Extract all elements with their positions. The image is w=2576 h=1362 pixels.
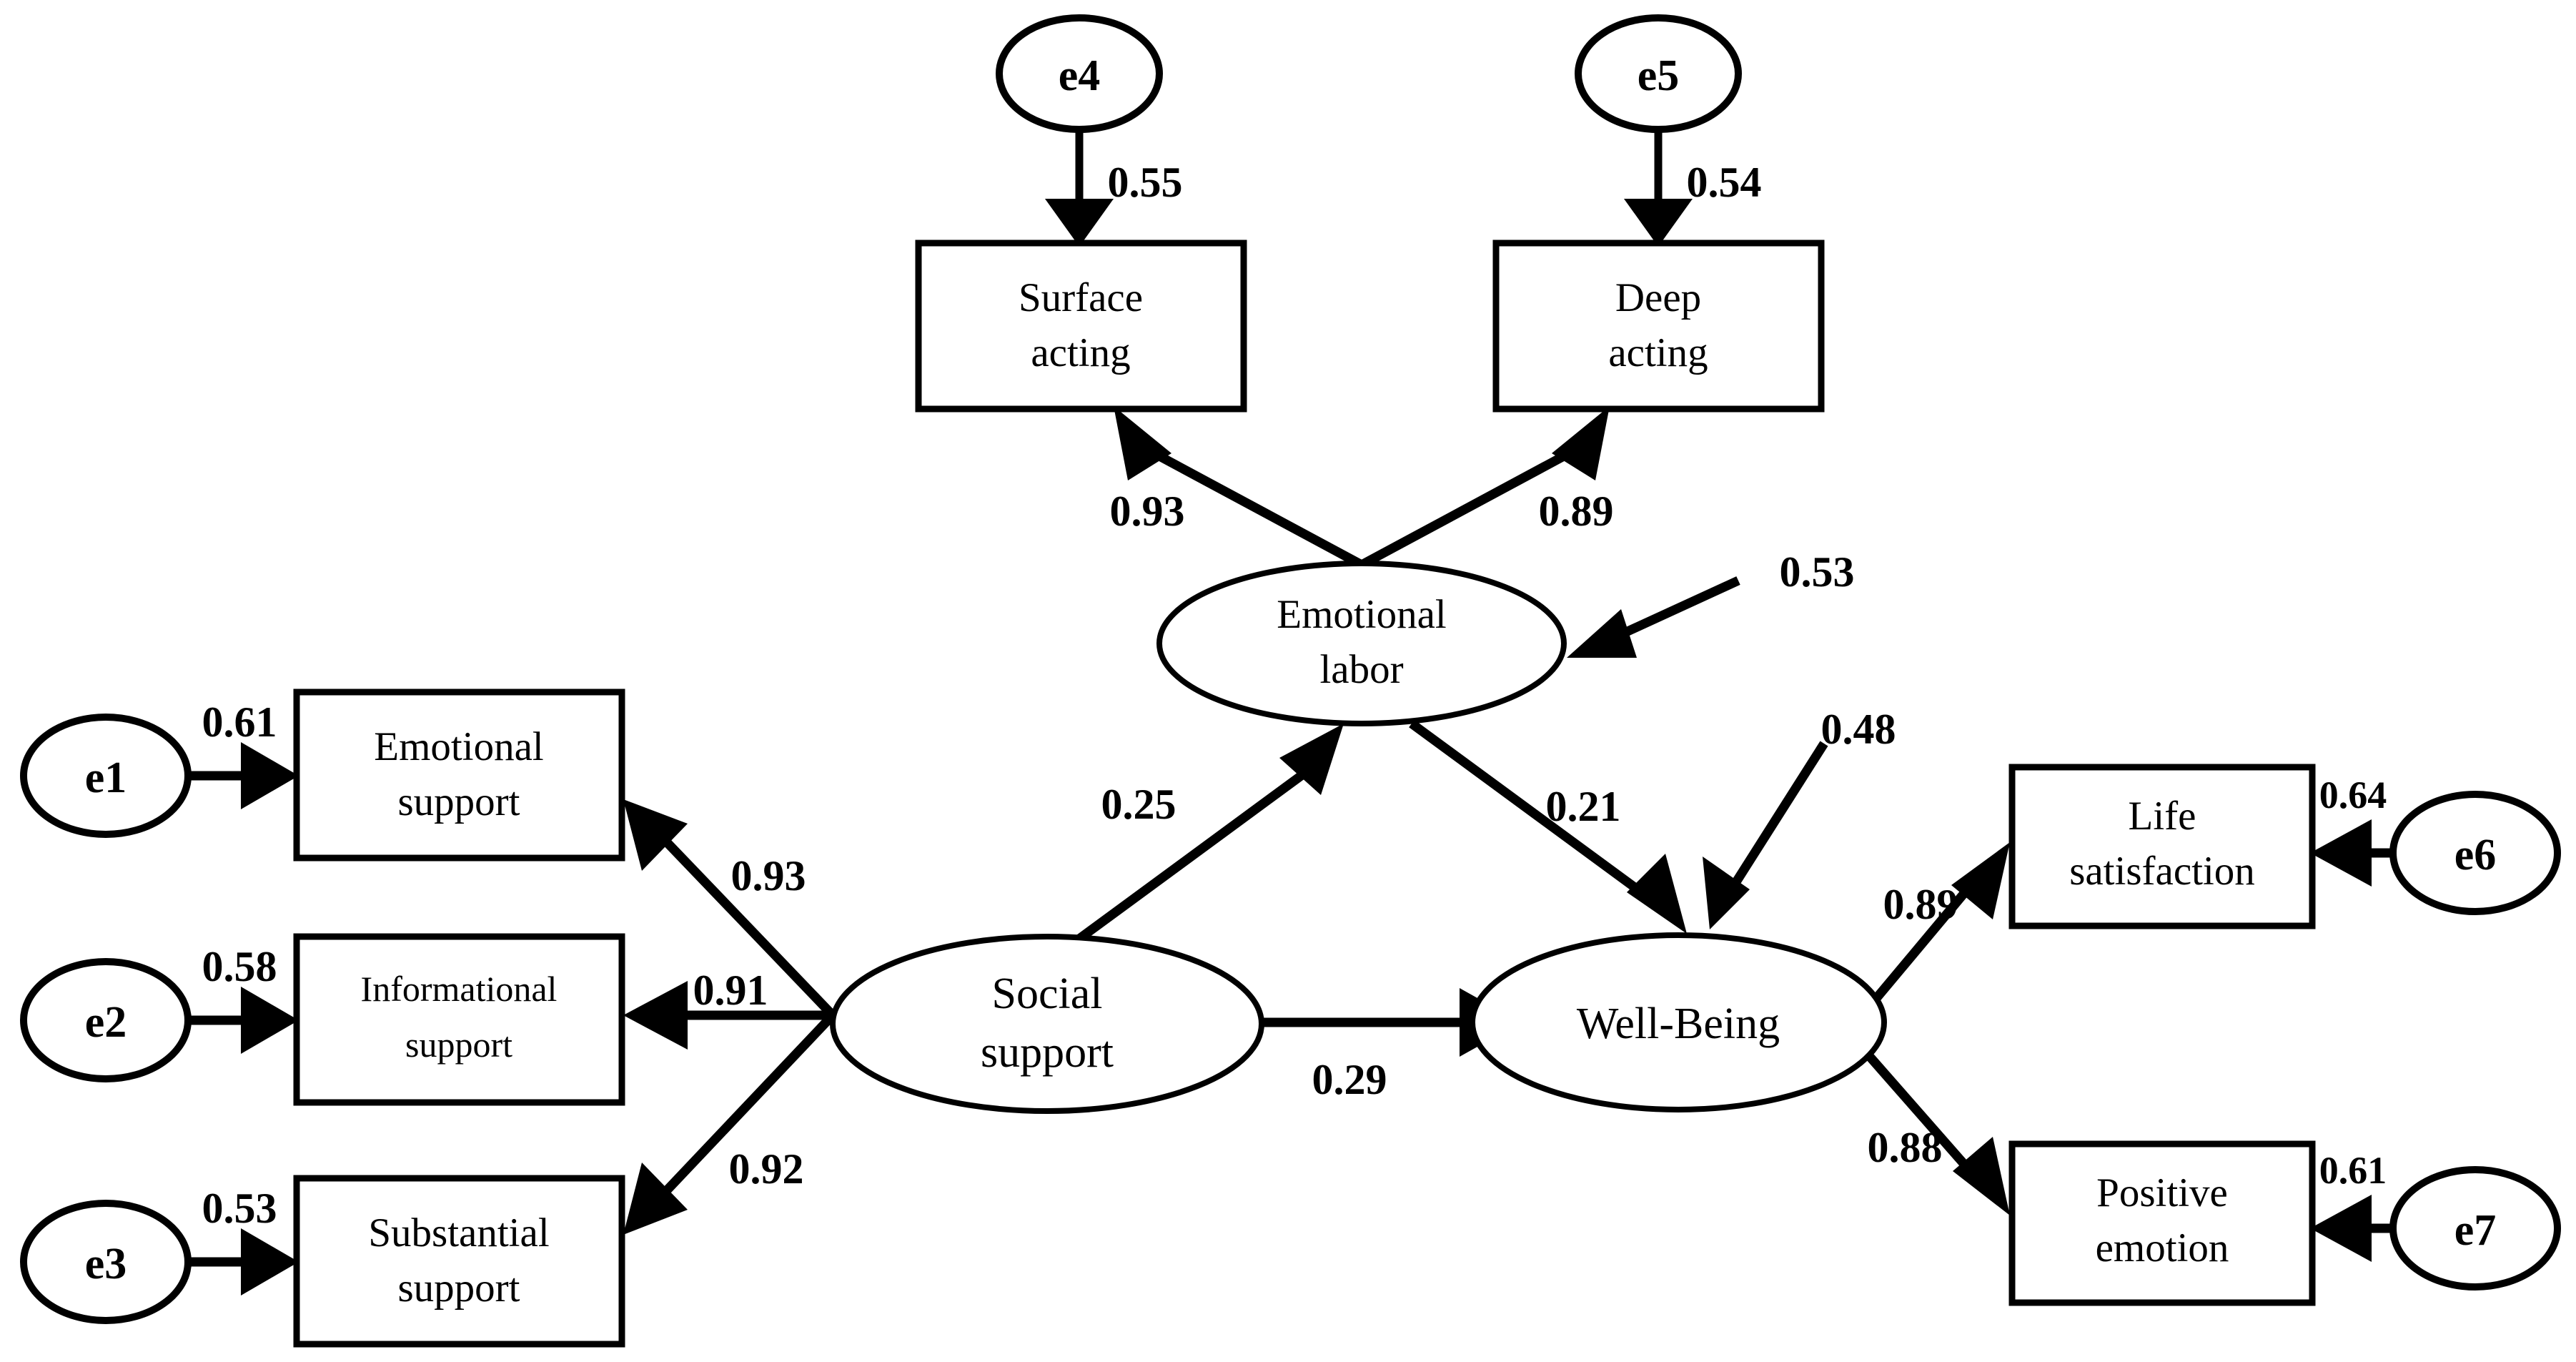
error-node-e4: e4 <box>996 14 1163 133</box>
informational-support-label-line2: support <box>405 1025 512 1065</box>
coefficient-label-residual-wb: 0.48 <box>1821 706 1896 753</box>
substantial-support-label-line1: Substantial <box>368 1210 549 1255</box>
coefficient-label-el-deep: 0.89 <box>1539 488 1614 535</box>
coefficient-label-e6-lifesat: 0.64 <box>2319 774 2387 816</box>
well-being-label-line1: Well-Being <box>1577 1000 1780 1048</box>
coefficient-label-el-surface: 0.93 <box>1110 488 1185 535</box>
coefficient-label-e5-deep: 0.54 <box>1687 159 1762 206</box>
coefficient-label-wb-posemo: 0.88 <box>1868 1124 1943 1171</box>
coefficient-label-ss-infsup: 0.91 <box>693 967 768 1014</box>
path-residual-to-emotional-labor <box>1567 576 1740 658</box>
substantial-support-label-line2: support <box>398 1265 520 1311</box>
path-e4-to-surface-acting <box>1045 130 1114 247</box>
path-emotional-labor-to-deep-acting <box>1359 406 1610 569</box>
coefficient-label-ss-wb: 0.29 <box>1312 1056 1387 1103</box>
error-label-e3: e3 <box>85 1240 127 1288</box>
observed-node-substantial-support: Substantial support <box>293 1175 625 1348</box>
error-label-e4: e4 <box>1059 51 1101 100</box>
coefficient-label-el-wb: 0.21 <box>1546 783 1621 830</box>
deep-acting-label-line1: Deep <box>1615 275 1701 320</box>
coefficient-label-e4-surface: 0.55 <box>1108 159 1183 206</box>
coefficient-label-e3-subsup: 0.53 <box>202 1185 277 1232</box>
coefficient-label-wb-lifesat: 0.89 <box>1883 881 1958 928</box>
observed-node-surface-acting: Surface acting <box>915 240 1247 413</box>
observed-node-deep-acting: Deep acting <box>1492 240 1825 413</box>
surface-acting-label-line2: acting <box>1031 330 1130 375</box>
social-support-label-line1: Social <box>992 969 1103 1018</box>
error-node-e2: e2 <box>20 958 192 1082</box>
path-e7-to-positive-emotion <box>2310 1195 2391 1262</box>
error-label-e1: e1 <box>85 754 127 802</box>
coefficient-label-e7-posemo: 0.61 <box>2319 1149 2387 1192</box>
error-node-e1: e1 <box>20 714 192 838</box>
error-node-e3: e3 <box>20 1200 192 1324</box>
positive-emotion-label-line2: emotion <box>2096 1225 2229 1270</box>
observed-node-informational-support: Informational support <box>293 933 625 1106</box>
error-node-e5: e5 <box>1575 14 1742 133</box>
path-residual-to-well-being <box>1703 741 1828 929</box>
social-support-label-line2: support <box>981 1028 1114 1077</box>
observed-node-emotional-support: Emotional support <box>293 689 625 862</box>
error-node-e7: e7 <box>2389 1166 2561 1291</box>
path-e6-to-life-satisfaction <box>2310 819 2391 887</box>
deep-acting-label-line2: acting <box>1608 330 1708 375</box>
path-social-support-to-emotional-labor <box>1052 724 1344 961</box>
life-satisfaction-label-line2: satisfaction <box>2069 849 2255 894</box>
coefficient-label-e1-emosup: 0.61 <box>202 699 277 746</box>
emotional-labor-label-line2: labor <box>1319 647 1403 692</box>
coefficient-label-ss-el: 0.25 <box>1101 781 1176 828</box>
latent-node-well-being: Well-Being <box>1470 932 1887 1112</box>
path-e3-to-substantial-support <box>187 1228 299 1296</box>
path-emotional-labor-to-well-being <box>1409 719 1687 934</box>
coefficient-label-ss-emosup: 0.93 <box>731 852 806 899</box>
informational-support-label-line1: Informational <box>361 969 558 1009</box>
error-label-e5: e5 <box>1638 51 1680 100</box>
coefficient-label-residual-el: 0.53 <box>1780 548 1855 596</box>
observed-node-life-satisfaction: Life satisfaction <box>2008 764 2316 929</box>
surface-acting-label-line1: Surface <box>1019 275 1143 320</box>
positive-emotion-label-line1: Positive <box>2096 1170 2228 1215</box>
life-satisfaction-label-line1: Life <box>2129 794 2196 839</box>
path-social-support-to-substantial-support <box>623 1012 836 1235</box>
error-label-e6: e6 <box>2454 831 2497 879</box>
path-social-support-to-emotional-support <box>623 799 836 1019</box>
error-label-e7: e7 <box>2454 1206 2497 1255</box>
latent-node-emotional-labor: Emotional labor <box>1156 561 1567 726</box>
path-e1-to-emotional-support <box>187 742 299 809</box>
coefficient-label-ss-subsup: 0.92 <box>729 1145 804 1193</box>
coefficient-label-e2-infsup: 0.58 <box>202 943 277 990</box>
latent-node-social-support: Social support <box>830 934 1264 1114</box>
emotional-support-label-line2: support <box>398 779 520 824</box>
error-label-e2: e2 <box>85 998 127 1047</box>
path-e2-to-informational-support <box>187 987 299 1054</box>
path-e5-to-deep-acting <box>1624 130 1693 247</box>
emotional-support-label-line1: Emotional <box>374 724 543 769</box>
path-emotional-labor-to-surface-acting <box>1114 406 1364 569</box>
path-social-support-to-informational-support <box>623 981 833 1050</box>
observed-node-positive-emotion: Positive emotion <box>2008 1140 2316 1306</box>
emotional-labor-label-line1: Emotional <box>1277 592 1446 637</box>
error-node-e6: e6 <box>2389 791 2561 915</box>
